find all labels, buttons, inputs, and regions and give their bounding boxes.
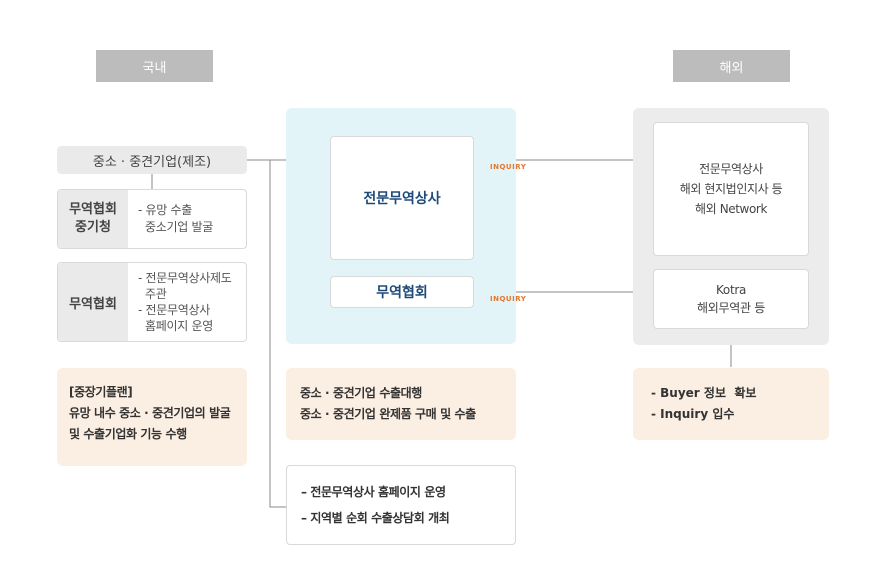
center-kita-box: 무역협회 bbox=[330, 276, 474, 308]
activity-line1: – 전문무역상사 홈페이지 운영 bbox=[301, 485, 446, 499]
kita-smba-desc-line: 중소기업 발굴 bbox=[138, 220, 213, 234]
inquiry-label-top: INQUIRY bbox=[490, 163, 526, 171]
network-line: 전문무역상사 bbox=[699, 162, 763, 176]
domestic-header: 국내 bbox=[96, 50, 213, 82]
kita-desc-line: - 전문무역상사 bbox=[138, 303, 210, 317]
overseas-header-label: 해외 bbox=[719, 60, 744, 76]
kotra-box: Kotra 해외무역관 등 bbox=[653, 269, 809, 329]
kita-box: 무역협회 - 전문무역상사제도 주관 - 전문무역상사 홈페이지 운영 bbox=[57, 262, 247, 342]
kita-smba-box: 무역협회 중기청 - 유망 수출 중소기업 발굴 bbox=[57, 189, 247, 249]
overseas-result-box: - Buyer 정보 확보 - Inquiry 입수 bbox=[633, 368, 829, 440]
network-line: 해외 현지법인지사 등 bbox=[679, 182, 783, 196]
inquiry-bottom-text: INQUIRY bbox=[490, 295, 527, 303]
plan-line2: 유망 내수 중소 · 중견기업의 발굴 bbox=[69, 406, 231, 420]
role-line2: 중소 · 중견기업 완제품 구매 및 수출 bbox=[300, 407, 476, 421]
inquiry-label-bottom: INQUIRY bbox=[490, 295, 526, 303]
kita-smba-label-line1: 무역협회 bbox=[69, 202, 117, 217]
result-line: - Buyer 정보 확보 bbox=[651, 386, 757, 400]
activity-box: – 전문무역상사 홈페이지 운영 – 지역별 순회 수출상담회 개최 bbox=[286, 465, 516, 545]
plan-line1: [중장기플랜] bbox=[69, 385, 133, 399]
kita-desc-line: 주관 bbox=[138, 287, 167, 301]
sme-box: 중소 · 중견기업(제조) bbox=[57, 146, 247, 174]
kita-desc-line: 홈페이지 운영 bbox=[138, 319, 213, 333]
result-line: - Inquiry 입수 bbox=[651, 407, 735, 421]
inquiry-top-text: INQUIRY bbox=[490, 163, 527, 171]
role-box: 중소 · 중견기업 수출대행 중소 · 중견기업 완제품 구매 및 수출 bbox=[286, 368, 516, 440]
domestic-header-label: 국내 bbox=[142, 60, 167, 76]
plan-box: [중장기플랜] 유망 내수 중소 · 중견기업의 발굴 및 수출기업화 기능 수… bbox=[57, 368, 247, 466]
center-kita-label: 무역협회 bbox=[376, 285, 428, 301]
sme-to-activity-line bbox=[269, 160, 286, 508]
network-line: 해외 Network bbox=[695, 202, 767, 216]
kita-smba-label: 무역협회 중기청 bbox=[58, 190, 128, 248]
kotra-line: 해외무역관 등 bbox=[697, 301, 765, 315]
overseas-network-box: 전문무역상사 해외 현지법인지사 등 해외 Network bbox=[653, 122, 809, 256]
role-line1: 중소 · 중견기업 수출대행 bbox=[300, 386, 422, 400]
trading-company-label: 전문무역상사 bbox=[363, 191, 441, 207]
activity-line2: – 지역별 순회 수출상담회 개최 bbox=[301, 511, 450, 525]
kita-desc: - 전문무역상사제도 주관 - 전문무역상사 홈페이지 운영 bbox=[128, 263, 232, 341]
trading-company-box: 전문무역상사 bbox=[330, 136, 474, 260]
plan-line3: 및 수출기업화 기능 수행 bbox=[69, 427, 187, 441]
kita-smba-desc: - 유망 수출 중소기업 발굴 bbox=[128, 190, 213, 248]
kotra-line: Kotra bbox=[715, 283, 747, 297]
kita-smba-label-line2: 중기청 bbox=[75, 220, 111, 235]
kita-label: 무역협회 bbox=[58, 263, 128, 341]
kita-smba-desc-line: - 유망 수출 bbox=[138, 203, 193, 217]
overseas-header: 해외 bbox=[673, 50, 790, 82]
kita-label-text: 무역협회 bbox=[69, 296, 117, 312]
kita-desc-line: - 전문무역상사제도 bbox=[138, 271, 232, 285]
sme-box-label: 중소 · 중견기업(제조) bbox=[92, 154, 212, 170]
